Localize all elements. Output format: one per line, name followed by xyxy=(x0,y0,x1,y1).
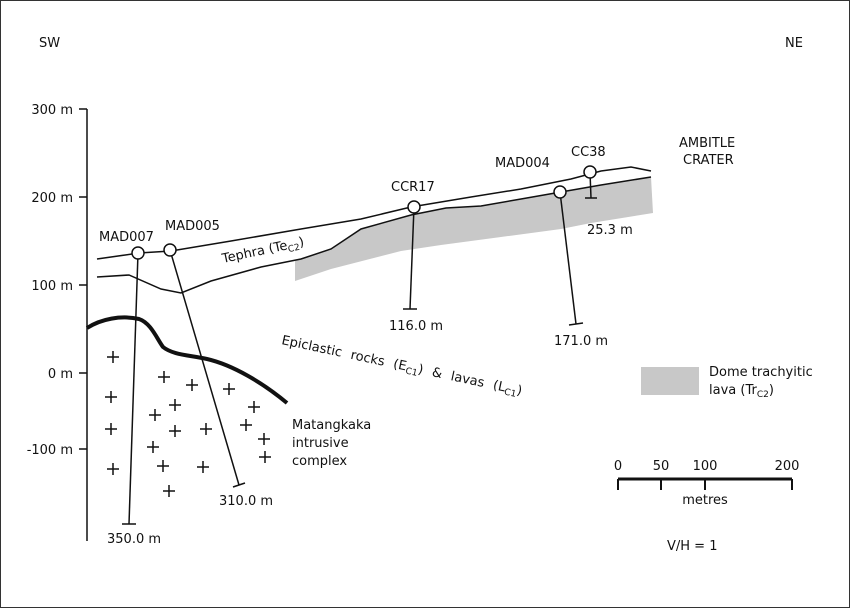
drillhole-MAD004 xyxy=(553,185,584,326)
drillhole-label-CC38: CC38 xyxy=(571,145,606,160)
drillhole-trace xyxy=(128,252,139,525)
drillhole-MAD007 xyxy=(122,246,145,525)
axis-label-0: 0 m xyxy=(48,367,73,382)
drillhole-label-CCR17: CCR17 xyxy=(391,180,435,195)
scale-bar: 0 50 100 200 metres xyxy=(614,459,800,508)
dome-lava-body xyxy=(295,177,653,281)
collar-marker xyxy=(583,165,597,179)
epiclastic-unit-label: Epiclastic rocks (EC1) & lavas (LC1) xyxy=(280,333,524,401)
crater-label-line1: AMBITLE xyxy=(679,136,735,151)
drillhole-trace xyxy=(409,206,415,310)
crater-label-line2: CRATER xyxy=(683,153,734,168)
scale-units-label: metres xyxy=(682,493,728,508)
intrusive-label-line2: intrusive xyxy=(292,436,349,451)
legend-label-line1: Dome trachyitic xyxy=(709,365,813,380)
epiclastic-label-part2: ) & lavas (L xyxy=(417,362,508,395)
vh-ratio-label: V/H = 1 xyxy=(667,539,717,554)
drillhole-CC38 xyxy=(583,165,597,199)
intrusive-label-line3: complex xyxy=(292,454,347,469)
depth-label-CC38: 25.3 m xyxy=(587,223,633,238)
epiclastic-label-part1: Epiclastic rocks (E xyxy=(280,333,408,374)
collar-marker xyxy=(131,246,145,260)
collar-marker xyxy=(163,243,177,257)
epiclastic-label-close: ) xyxy=(515,383,523,399)
drillhole-MAD005 xyxy=(163,243,246,488)
epiclastic-label: Epiclastic rocks (EC1) & lavas (LC1) xyxy=(280,333,524,401)
drillhole-CCR17 xyxy=(403,200,421,310)
depth-label-CCR17: 116.0 m xyxy=(389,319,443,334)
epiclastic-label-sub1: C1 xyxy=(404,367,418,379)
ne-label: NE xyxy=(785,36,803,51)
drillhole-end-tick xyxy=(232,482,246,488)
depth-label-MAD007: 350.0 m xyxy=(107,532,161,547)
legend-swatch xyxy=(641,367,699,395)
sw-label: SW xyxy=(39,36,60,51)
depth-label-MAD004: 171.0 m xyxy=(554,334,608,349)
drillhole-label-MAD005: MAD005 xyxy=(165,219,220,234)
scale-label-100: 100 xyxy=(693,459,718,474)
scale-label-50: 50 xyxy=(653,459,670,474)
axis-label-100: 100 m xyxy=(31,279,73,294)
drillhole-trace xyxy=(559,191,577,325)
drillhole-label-MAD004: MAD004 xyxy=(495,156,550,171)
axis-label-minus100: -100 m xyxy=(27,443,73,458)
drillhole-trace xyxy=(169,249,240,486)
intrusive-label-line1: Matangkaka xyxy=(292,418,371,433)
scale-label-200: 200 xyxy=(775,459,800,474)
scale-label-0: 0 xyxy=(614,459,622,474)
legend-label-sub: C2 xyxy=(757,390,769,400)
tephra-label-close: ) xyxy=(297,235,305,251)
drillhole-end-tick xyxy=(568,322,584,326)
intrusive-pattern-crosses xyxy=(105,351,271,497)
legend-label-close: ) xyxy=(769,383,774,398)
elevation-axis-ticks xyxy=(79,108,87,450)
tephra-label-sub: C2 xyxy=(287,243,301,255)
depth-label-MAD005: 310.0 m xyxy=(219,494,273,509)
axis-label-300: 300 m xyxy=(31,103,73,118)
collar-marker xyxy=(407,200,421,214)
axis-label-200: 200 m xyxy=(31,191,73,206)
collar-marker xyxy=(553,185,567,199)
legend-label-line2: lava (TrC2) xyxy=(709,383,774,400)
intrusive-contact-line xyxy=(85,315,289,405)
drillhole-label-MAD007: MAD007 xyxy=(99,230,154,245)
epiclastic-label-sub2: C1 xyxy=(503,388,517,400)
legend-label-text: lava (Tr xyxy=(709,383,757,398)
tephra-base-line xyxy=(96,176,652,294)
